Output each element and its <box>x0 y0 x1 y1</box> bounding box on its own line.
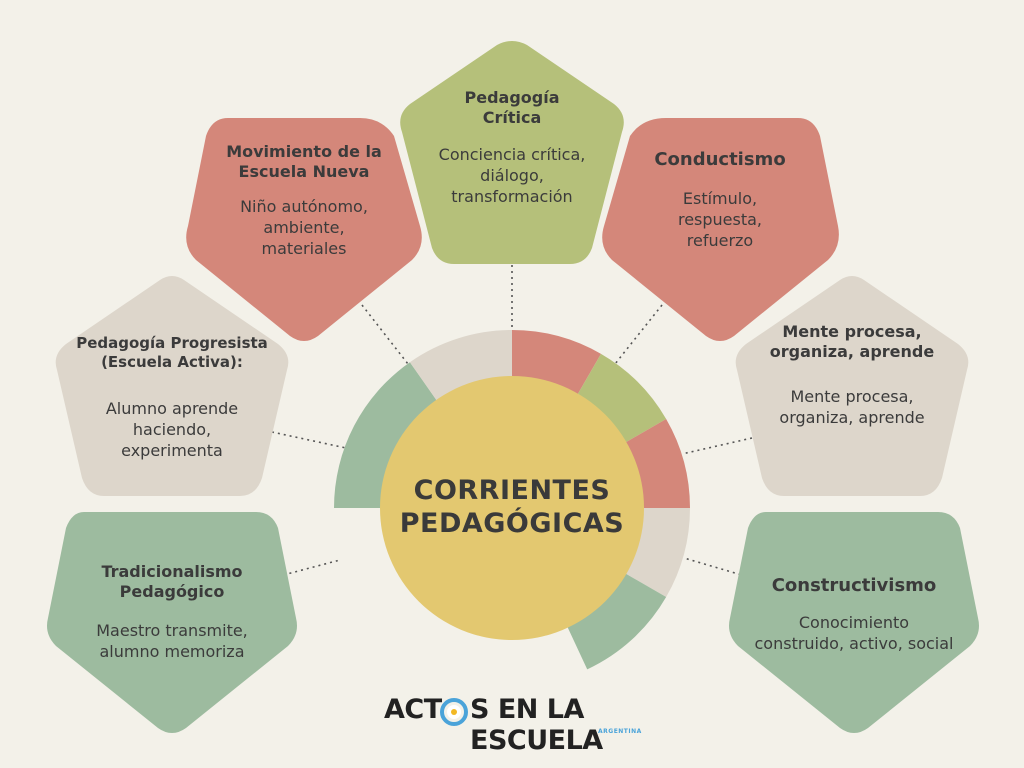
card-cognitivismo: Mente procesa, organiza, aprende Mente p… <box>752 322 952 428</box>
card-progresista-title: Pedagogía Progresista (Escuela Activa): <box>76 334 268 371</box>
card-progresista-desc: Alumno aprende haciendo, experimenta <box>105 399 239 460</box>
logo: ACT S EN LA ESCUELA ARGENTINA <box>384 694 644 756</box>
center-circle <box>380 376 644 640</box>
card-constructivismo-desc: Conocimiento construido, activo, social <box>754 613 954 653</box>
pentagon-progresista <box>55 276 289 496</box>
ring-segment-tradicionalismo <box>334 362 444 508</box>
pentagon-constructivismo <box>729 512 979 733</box>
pentagon-escuela-nueva <box>186 118 422 341</box>
center-title: CORRIENTES PEDAGÓGICAS <box>380 474 644 540</box>
card-constructivismo: Constructivismo Conocimiento construido,… <box>742 576 966 654</box>
pentagon-tradicionalismo <box>47 512 297 733</box>
card-tradicionalismo: Tradicionalismo Pedagógico Maestro trans… <box>72 562 272 662</box>
ring-segment-critica <box>572 353 667 448</box>
card-cognitivismo-desc: Mente procesa, organiza, aprende <box>779 387 925 427</box>
card-conductismo: Conductismo Estímulo, respuesta, refuerz… <box>630 150 810 251</box>
pentagon-conductismo <box>602 118 839 341</box>
logo-text-1: ACT <box>384 694 442 725</box>
card-critica: Pedagogía Crítica Conciencia crítica, di… <box>422 88 602 207</box>
card-escuela-nueva: Movimiento de la Escuela Nueva Niño autó… <box>214 142 394 259</box>
ring-segment-constructivismo <box>562 568 667 670</box>
card-critica-title: Pedagogía Crítica <box>464 88 560 127</box>
connector-escuela-nueva <box>361 304 409 365</box>
connector-conductismo <box>614 304 663 365</box>
logo-badge-icon <box>440 698 468 726</box>
connector-progresista <box>271 431 347 449</box>
card-tradicionalismo-desc: Maestro transmite, alumno memoriza <box>96 621 248 661</box>
card-constructivismo-title: Constructivismo <box>771 575 937 596</box>
pentagon-cognitivismo <box>735 276 969 496</box>
logo-subtext: ARGENTINA <box>598 728 642 735</box>
card-tradicionalismo-title: Tradicionalismo Pedagógico <box>101 562 243 601</box>
card-progresista: Pedagogía Progresista (Escuela Activa): … <box>62 334 282 461</box>
card-conductismo-desc: Estímulo, respuesta, refuerzo <box>677 189 763 250</box>
pentagon-critica <box>400 41 624 264</box>
center-title-line1: CORRIENTES <box>413 475 611 506</box>
card-cognitivismo-title: Mente procesa, organiza, aprende <box>769 322 935 361</box>
card-conductismo-title: Conductismo <box>654 149 786 170</box>
card-escuela-nueva-title: Movimiento de la Escuela Nueva <box>226 142 382 181</box>
connector-cognitivismo <box>681 437 753 455</box>
card-escuela-nueva-desc: Niño autónomo, ambiente, materiales <box>240 197 368 258</box>
center-title-line2: PEDAGÓGICAS <box>399 508 625 539</box>
logo-text-2: S EN LA ESCUELA <box>470 694 603 756</box>
card-critica-desc: Conciencia crítica, diálogo, transformac… <box>438 145 586 206</box>
